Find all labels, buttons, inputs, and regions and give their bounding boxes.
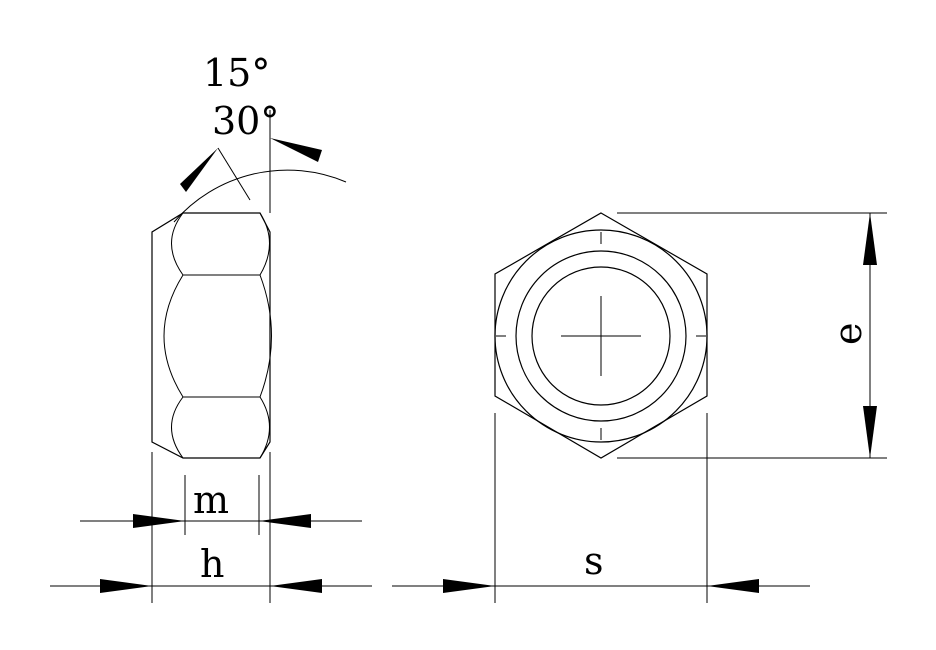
- dimension-m: m: [80, 475, 362, 535]
- side-view: [151, 212, 272, 459]
- bearing-circle: [494, 229, 708, 443]
- thread-circle-inner: [531, 266, 671, 406]
- dimension-label-h: h: [200, 542, 224, 586]
- s-arrowhead-left: [443, 579, 495, 593]
- angle-label-15: 15°: [203, 51, 270, 95]
- angle-arrowhead-right: [270, 138, 322, 162]
- h-arrowhead-left: [100, 579, 152, 593]
- s-arrowhead-right: [707, 579, 759, 593]
- side-outline: [151, 212, 271, 459]
- dimension-e: e: [617, 212, 887, 459]
- e-arrowhead-top: [863, 213, 877, 265]
- dimension-label-m: m: [193, 478, 229, 522]
- angle-label-30: 30°: [212, 99, 279, 143]
- dimension-label-s: s: [584, 539, 604, 583]
- angle-arrowhead-left: [180, 148, 218, 192]
- dimension-label-e: e: [826, 323, 870, 346]
- hexagon-outline: [494, 212, 708, 459]
- dimension-h: h: [50, 452, 372, 603]
- thread-circle-outer: [515, 250, 687, 422]
- m-arrowhead-left: [133, 514, 185, 528]
- dimension-s: s: [392, 413, 810, 603]
- front-view: [494, 212, 708, 459]
- h-arrowhead-right: [270, 579, 322, 593]
- m-arrowhead-right: [259, 514, 311, 528]
- e-arrowhead-bottom: [863, 406, 877, 458]
- angle-annotation: 15° 30°: [173, 51, 347, 223]
